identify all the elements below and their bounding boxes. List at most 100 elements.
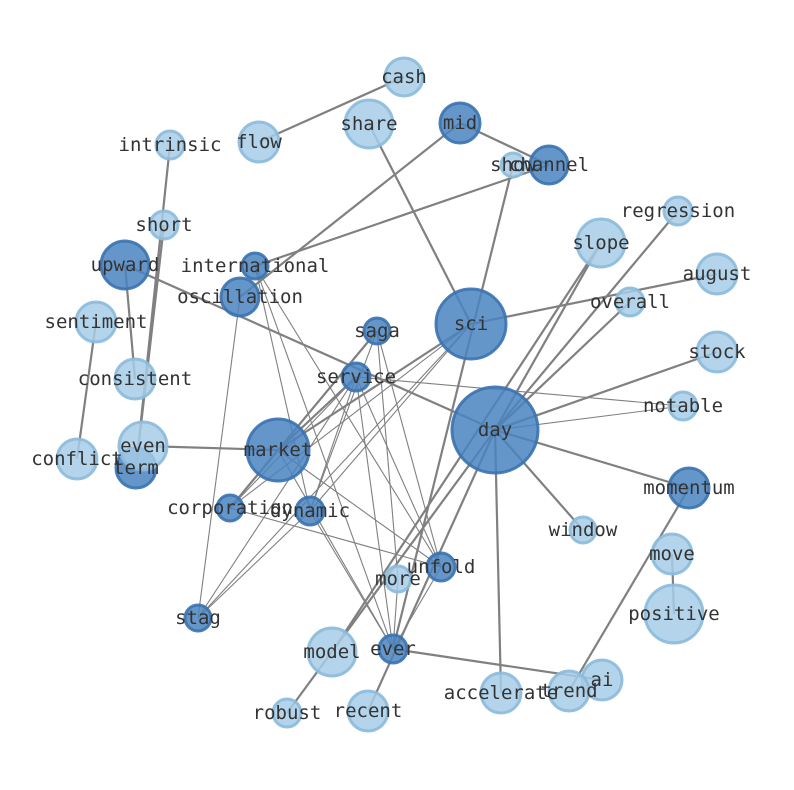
node-unfold bbox=[425, 551, 457, 583]
node-label-notable: notable bbox=[643, 395, 723, 417]
node-label-recent: recent bbox=[334, 700, 403, 722]
edge-unfold-ever bbox=[392, 566, 442, 650]
node-channel bbox=[528, 144, 570, 186]
node-even bbox=[117, 420, 169, 472]
node-share bbox=[343, 98, 395, 150]
node-label-flow: flow bbox=[236, 131, 282, 153]
node-label-overall: overall bbox=[590, 291, 670, 313]
node-day bbox=[450, 385, 540, 475]
edge-international-ever bbox=[254, 265, 394, 650]
label-layer: dayscimarketupwardchannelmidmomentumterm… bbox=[31, 66, 751, 724]
node-label-day: day bbox=[478, 419, 512, 441]
node-sci bbox=[434, 287, 508, 361]
edge-share-sci bbox=[368, 123, 472, 325]
node-label-conflict: conflict bbox=[31, 448, 123, 470]
edge-service-unfold bbox=[355, 376, 442, 568]
node-layer bbox=[55, 56, 739, 733]
edge-market-ever bbox=[277, 449, 394, 650]
node-label-dynamic: dynamic bbox=[270, 500, 350, 522]
node-more bbox=[383, 564, 413, 594]
node-label-more: more bbox=[375, 568, 421, 590]
edge-oscillation-stag bbox=[197, 296, 241, 619]
node-label-service: service bbox=[316, 366, 396, 388]
edge-regression-day bbox=[494, 210, 679, 431]
node-recent bbox=[346, 689, 390, 733]
node-label-saga: saga bbox=[354, 320, 400, 342]
node-label-window: window bbox=[549, 519, 618, 541]
node-label-channel: channel bbox=[509, 154, 589, 176]
node-upward bbox=[99, 239, 151, 291]
node-label-ever: ever bbox=[370, 638, 416, 660]
node-momentum bbox=[667, 466, 711, 510]
node-label-regression: regression bbox=[621, 200, 735, 222]
node-label-stock: stock bbox=[688, 341, 746, 363]
node-stag bbox=[183, 603, 213, 633]
edge-saga-more bbox=[376, 330, 399, 580]
node-sentiment bbox=[74, 300, 118, 344]
node-label-share: share bbox=[340, 113, 397, 135]
edge-august-sci bbox=[470, 272, 718, 326]
node-ever bbox=[377, 633, 409, 665]
node-label-ai: ai bbox=[591, 669, 614, 691]
edge-service-notable bbox=[355, 376, 684, 407]
node-label-intrinsic: intrinsic bbox=[119, 134, 222, 156]
edge-layer bbox=[75, 75, 718, 714]
edge-sci-stag bbox=[197, 323, 472, 619]
node-label-move: move bbox=[649, 543, 695, 565]
node-consistent bbox=[113, 357, 157, 401]
node-positive bbox=[643, 583, 705, 645]
node-accelerate bbox=[479, 671, 523, 715]
node-cash bbox=[383, 56, 425, 98]
node-label-even: even bbox=[120, 435, 166, 457]
edge-sci-dynamic bbox=[309, 323, 472, 512]
node-label-trend: trend bbox=[540, 680, 597, 702]
edge-upward-day bbox=[124, 263, 496, 432]
node-notable bbox=[667, 390, 699, 422]
node-service bbox=[340, 361, 372, 393]
node-label-term: term bbox=[113, 457, 159, 479]
node-label-slope: slope bbox=[572, 232, 629, 254]
node-saga bbox=[362, 316, 392, 346]
edge-sci-market bbox=[277, 323, 472, 451]
node-window bbox=[568, 515, 598, 545]
node-corporation bbox=[215, 493, 245, 523]
node-stock bbox=[695, 330, 739, 374]
node-intrinsic bbox=[154, 129, 186, 161]
node-label-corporation: corporation bbox=[167, 497, 293, 519]
node-label-oscillation: oscillation bbox=[177, 286, 303, 308]
node-august bbox=[695, 252, 739, 296]
edge-market-unfold bbox=[277, 449, 442, 568]
edge-channel-international bbox=[254, 163, 550, 268]
node-label-mid: mid bbox=[443, 112, 477, 134]
edge-cash-flow bbox=[258, 75, 405, 144]
node-label-unfold: unfold bbox=[407, 556, 476, 578]
node-slope bbox=[575, 217, 627, 269]
node-dynamic bbox=[294, 495, 326, 527]
edge-corporation-unfold bbox=[229, 507, 442, 568]
edge-service-ever bbox=[355, 376, 394, 650]
node-regression bbox=[662, 195, 694, 227]
node-show bbox=[499, 151, 527, 179]
node-label-upward: upward bbox=[91, 254, 160, 276]
node-model bbox=[306, 626, 358, 678]
node-oscillation bbox=[219, 276, 261, 318]
node-conflict bbox=[55, 437, 99, 481]
node-label-show: show bbox=[490, 154, 536, 176]
node-label-robust: robust bbox=[253, 702, 322, 724]
node-market bbox=[245, 417, 311, 483]
node-label-international: international bbox=[181, 255, 330, 277]
edge-show-ever bbox=[391, 164, 515, 650]
node-international bbox=[240, 251, 270, 281]
node-mid bbox=[438, 101, 482, 145]
edge-mid-oscillation bbox=[239, 122, 461, 298]
edge-international-unfold bbox=[254, 265, 442, 568]
node-label-model: model bbox=[303, 641, 360, 663]
edge-service-stag bbox=[197, 376, 357, 619]
node-label-stag: stag bbox=[175, 607, 221, 629]
node-label-accelerate: accelerate bbox=[444, 682, 558, 704]
node-robust bbox=[271, 697, 303, 729]
node-label-august: august bbox=[683, 263, 752, 285]
node-label-sentiment: sentiment bbox=[45, 311, 148, 333]
edge-dynamic-stag bbox=[197, 510, 311, 619]
